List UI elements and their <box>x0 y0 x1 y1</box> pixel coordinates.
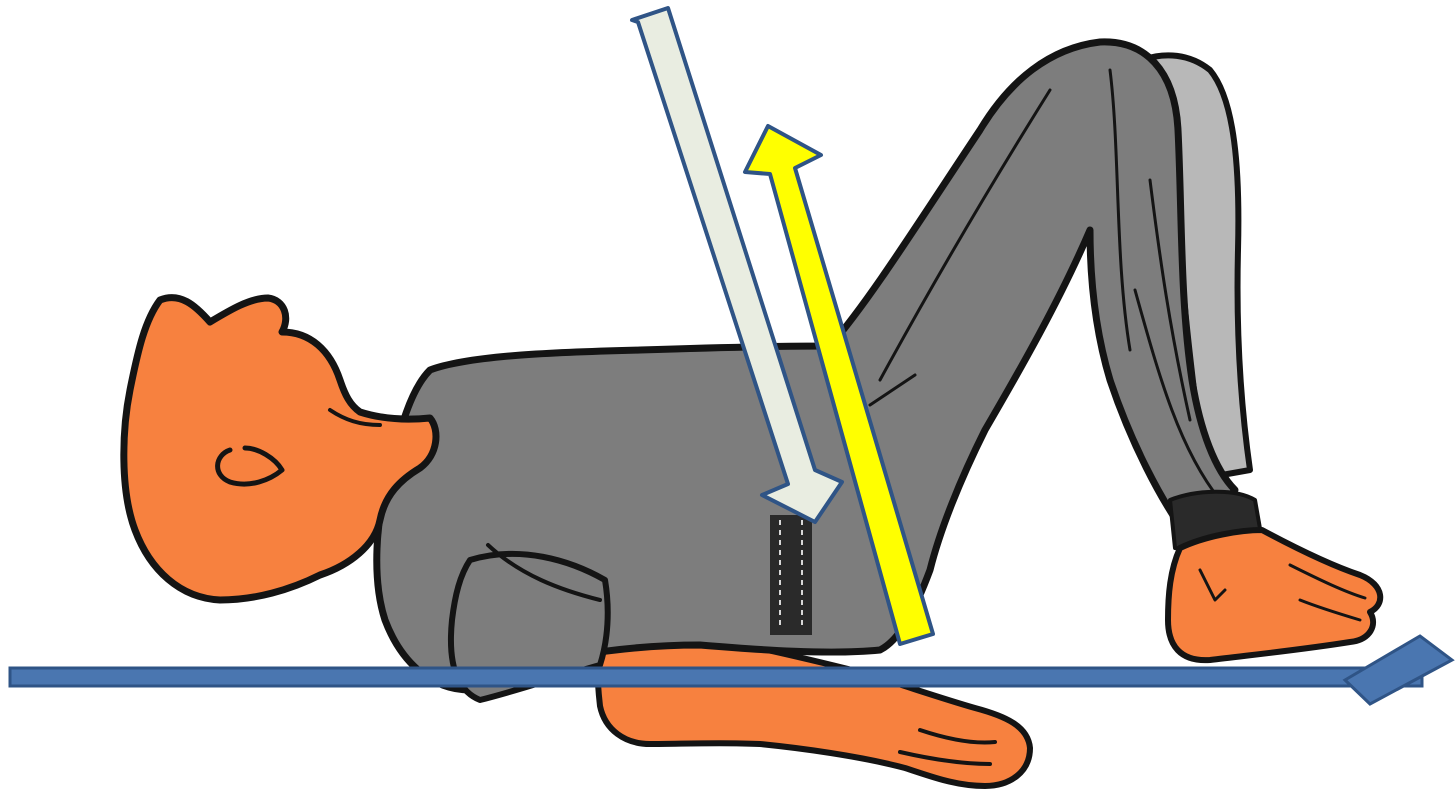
wedge-icon <box>1345 636 1452 704</box>
floor-line <box>10 668 1422 686</box>
foot <box>1168 530 1380 660</box>
waistband <box>770 515 812 635</box>
foot-shape <box>1168 530 1380 660</box>
body-clothing <box>377 42 1262 700</box>
